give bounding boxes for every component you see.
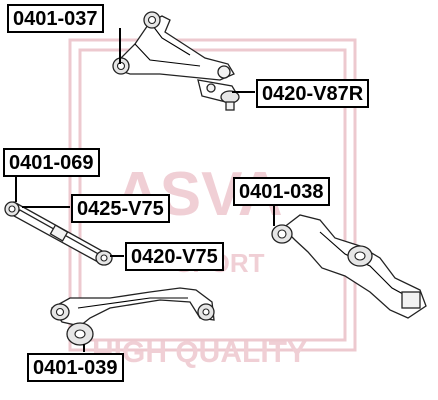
ball-joint-drawing (197, 79, 240, 111)
watermark-slogan-quality: HIGH QUALITY (92, 336, 307, 369)
watermark-frame (68, 38, 357, 352)
part-label-lateral-link-bushing: 0425-V75 (71, 194, 170, 223)
part-label-lower-arm: 0401-039 (27, 353, 124, 382)
leader-lines (15, 28, 275, 352)
part-label-lateral-link-ball-joint: 0420-V75 (125, 242, 224, 271)
part-label-rear-lateral-link: 0401-069 (3, 148, 100, 177)
lower-arm-drawing (50, 287, 215, 346)
trailing-arm-drawing (271, 214, 427, 319)
upper-control-arm-drawing (112, 11, 235, 81)
part-label-ball-joint: 0420-V87R (256, 79, 370, 108)
lateral-link-drawing (4, 201, 113, 266)
part-label-upper-control-arm: 0401-037 (7, 4, 104, 33)
part-label-trailing-arm: 0401-038 (233, 177, 330, 206)
